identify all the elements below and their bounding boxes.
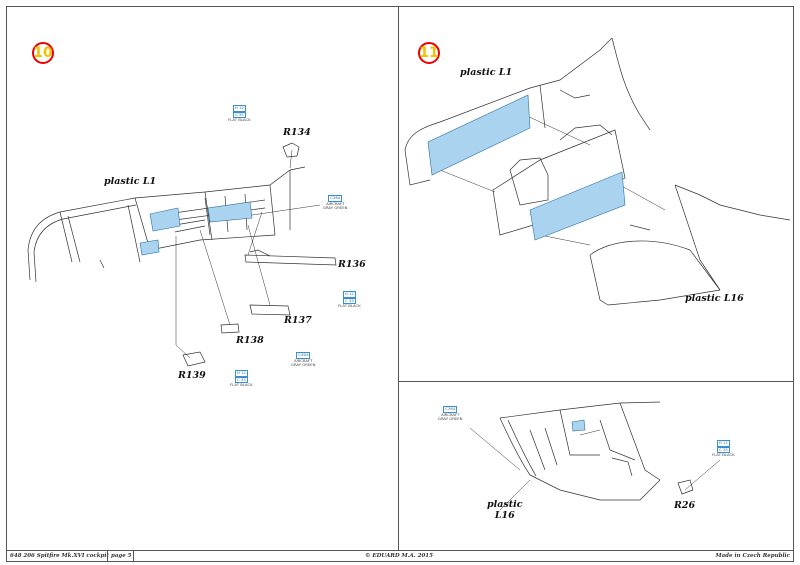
color-name-line2: GRAY GREEN — [323, 205, 348, 211]
color-name-line2: GRAY GREEN — [438, 416, 463, 422]
footer-copyright: © EDUARD M.A. 2015 — [365, 552, 433, 559]
label-r138: R138 — [236, 335, 264, 346]
step10-leader-lines — [175, 149, 321, 359]
label-plastic-line1: plastic — [487, 499, 523, 510]
step12-leader-lines — [469, 427, 721, 511]
color-name: FLAT BLACK — [230, 382, 253, 388]
color-name: FLAT BLACK — [228, 117, 251, 123]
step12-fuselage-drawing — [499, 401, 694, 501]
footer-page: page 5 — [111, 552, 132, 559]
footer-separator — [133, 551, 134, 561]
footer-bar: 648 206 Spitfire Mk.XVI cockpit page 5 ©… — [6, 551, 794, 562]
label-r137: R137 — [284, 315, 312, 326]
step-number: 10 — [33, 45, 53, 61]
color-name-line2: GRAY GREEN — [291, 362, 316, 368]
label-r134: R134 — [283, 127, 311, 138]
callout-gray-green-r137: C364 AIRCRAFT GRAY GREEN — [291, 352, 315, 368]
label-plastic-line2: L16 — [494, 510, 515, 521]
photo-etch-sidewall-right — [529, 171, 626, 241]
footer-catalog: 648 206 Spitfire Mk.XVI cockpit — [10, 552, 110, 559]
label-plastic-l1-step11: plastic L1 — [460, 67, 513, 78]
label-r26: R26 — [674, 500, 696, 511]
color-code-h: H 12 — [716, 440, 730, 447]
step-badge-10: 10 — [32, 42, 54, 64]
label-plastic-l16-step12: plastic L16 — [487, 499, 523, 521]
callout-gray-green-step12: C364 AIRCRAFT GRAY GREEN — [438, 406, 462, 422]
color-code-h: H 12 — [232, 105, 246, 112]
color-name-line1: AIRCRAFT — [294, 357, 313, 363]
color-code-h: H 12 — [342, 291, 356, 298]
instruction-sheet — [6, 6, 794, 551]
panel-divider-horizontal — [398, 381, 794, 382]
step10-parts — [182, 142, 337, 367]
photo-etch-sidewall-left — [427, 94, 531, 176]
panel-divider-vertical — [398, 6, 399, 551]
step11-leader-lines — [439, 114, 666, 246]
step11-fuselage-drawing — [404, 37, 791, 306]
color-name-line1: AIRCRAFT — [326, 200, 345, 206]
label-plastic-l16-step11: plastic L16 — [685, 293, 744, 304]
callout-flat-black-r136: H 12 C 33 FLAT BLACK — [338, 291, 361, 309]
callout-gray-green-r136: C364 AIRCRAFT GRAY GREEN — [323, 195, 347, 211]
callout-flat-black-r134: H 12 C 33 FLAT BLACK — [228, 105, 251, 123]
step-number: 11 — [419, 45, 439, 61]
step-badge-11: 11 — [418, 42, 440, 64]
footer-made-in: Made in Czech Republic — [715, 552, 790, 559]
label-r136: R136 — [338, 259, 366, 270]
callout-flat-black-r26: H 12 C 33 FLAT BLACK — [712, 440, 735, 458]
photo-etch-parts — [139, 94, 626, 432]
color-name-line1: AIRCRAFT — [441, 411, 460, 417]
callout-flat-black-r139: H 12 C 33 FLAT BLACK — [230, 370, 253, 388]
label-plastic-l1-step10: plastic L1 — [104, 176, 157, 187]
label-r139: R139 — [178, 370, 206, 381]
footer-separator — [107, 551, 108, 561]
color-name: FLAT BLACK — [712, 452, 735, 458]
color-name: FLAT BLACK — [338, 303, 361, 309]
color-code-h: H 12 — [234, 370, 248, 377]
